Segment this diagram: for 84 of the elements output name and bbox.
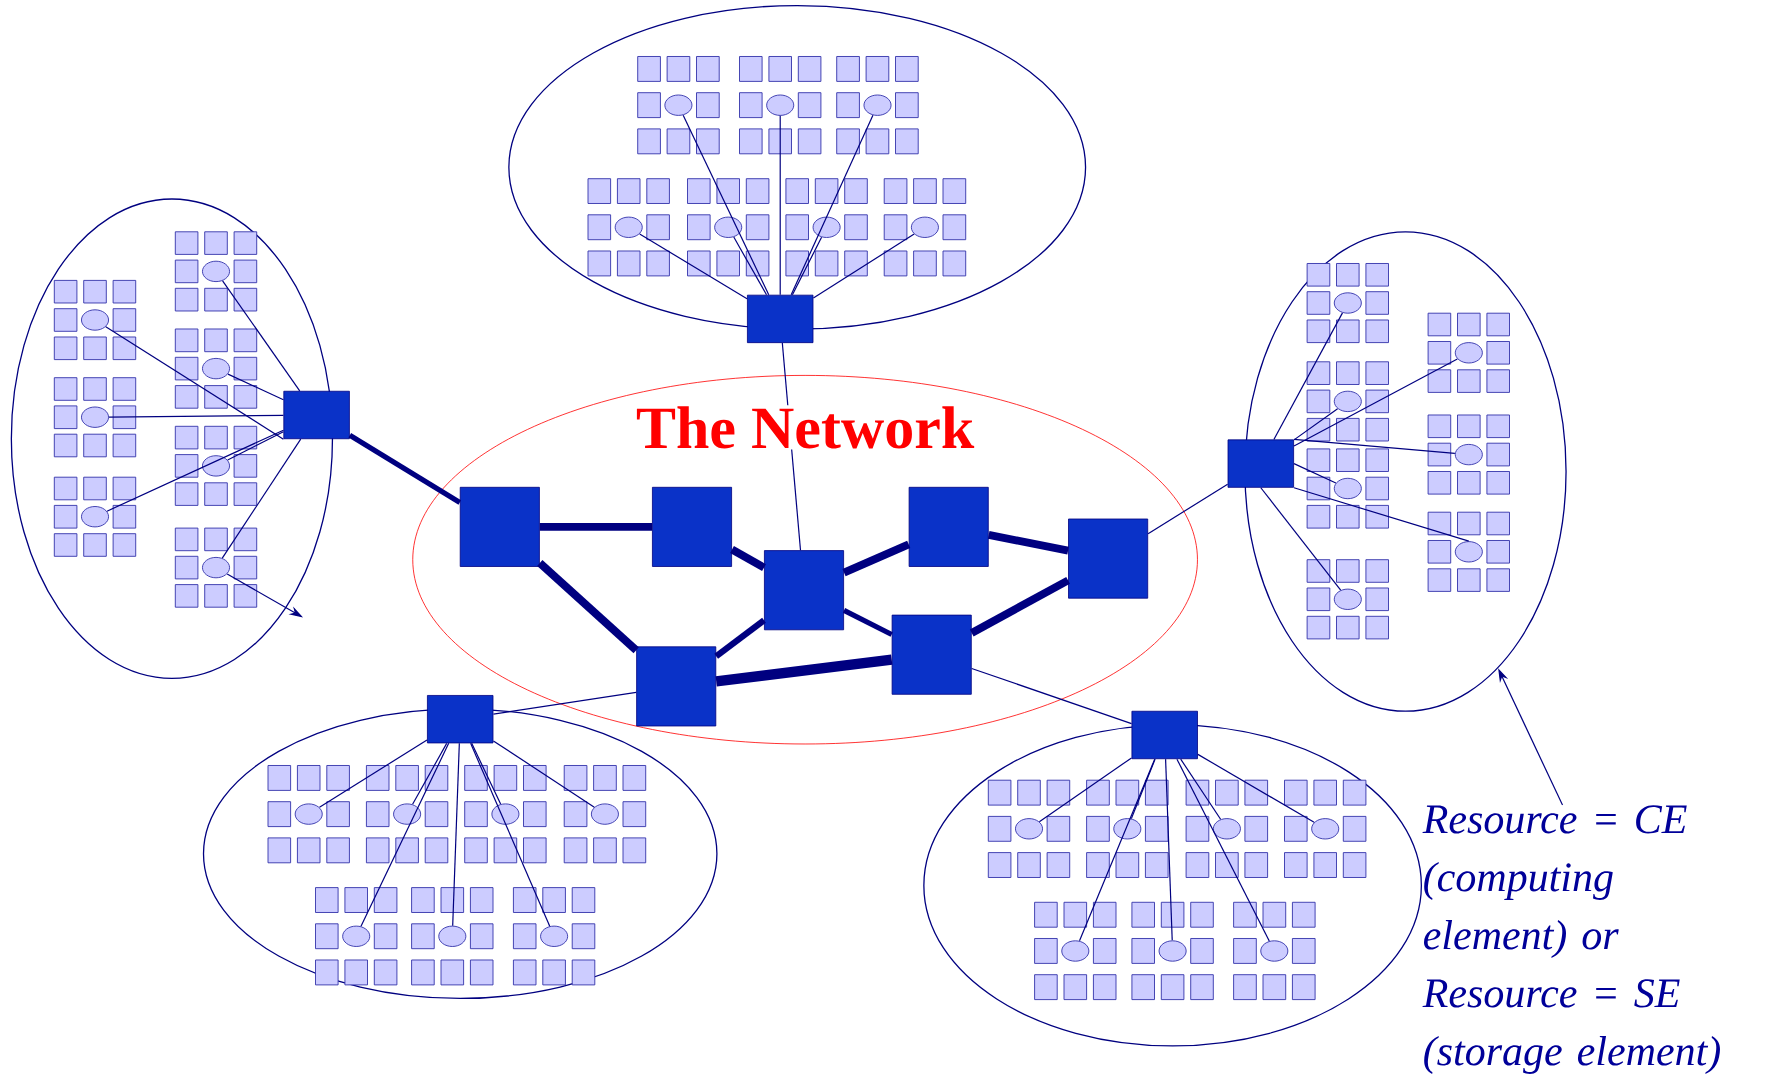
connector-line [971,667,1133,725]
hub-ellipse [1333,477,1362,500]
connector-line [227,373,284,401]
connector-line [1293,438,1456,454]
hub-ellipse [664,94,693,116]
hub-ellipse [1454,342,1483,364]
connector-line [452,742,460,927]
router-box [459,486,540,567]
hub-ellipse [863,94,892,116]
connector-line [714,617,766,659]
router-box [283,390,350,440]
hub-ellipse [1311,818,1340,840]
hub-ellipse [540,925,569,947]
hub-ellipse [1260,940,1289,962]
hub-ellipse [1015,818,1043,840]
site-ellipse [1244,231,1567,712]
router-box [652,486,732,567]
router-box [1131,710,1198,760]
hub-ellipse [1113,818,1142,840]
site-ellipse [923,724,1422,1047]
connector-line [715,654,893,687]
hub-ellipse [202,455,230,477]
connector-line [348,433,462,505]
hub-ellipse [614,216,643,238]
connector-line [1180,758,1222,820]
hub-ellipse [1212,818,1241,840]
router-box [764,550,844,631]
hub-ellipse [1454,541,1483,563]
router-box [636,646,717,727]
connector-line [1147,483,1229,535]
hub-ellipse [491,803,520,825]
connector-line [492,691,637,715]
router-box [1068,518,1149,599]
hub-ellipse [342,925,371,947]
network-ellipse [412,375,1198,745]
connector-line [227,431,284,461]
hub-ellipse [294,803,323,825]
hub-ellipse [202,556,230,579]
connector-line [733,236,768,296]
hub-ellipse [1158,940,1187,962]
hub-ellipse [81,406,109,428]
hub-ellipse [202,260,230,283]
site-ellipse [202,708,718,1000]
connector-line [790,114,874,296]
connector-line [842,608,893,637]
hub-ellipse [202,357,230,380]
connector-line [470,742,551,927]
router-box [427,695,494,744]
hub-ellipse [714,216,743,238]
hub-ellipse [81,506,109,528]
note-text: Resource = CE (computing element) or Resource = SE (storage element) [1422,805,1720,1075]
site-ellipse [508,4,1087,330]
connector-line [779,115,781,296]
router-box [891,614,972,695]
router-box [908,486,989,567]
hub-ellipse [766,94,795,116]
hub-ellipse [1333,390,1362,413]
connector-line [221,438,302,559]
hub-ellipse [438,925,467,947]
connector-line [969,576,1070,637]
router-box [747,294,814,344]
hub-ellipse [1333,588,1362,610]
hub-ellipse [1061,940,1090,962]
hub-ellipse [812,216,841,238]
connector-line [537,560,639,654]
hub-ellipse [910,216,939,238]
connector-line [412,742,448,805]
hub-ellipse [81,309,109,331]
hub-ellipse [393,803,422,825]
connector-line [842,540,911,577]
hub-ellipse [1454,443,1483,466]
connector-line [730,546,766,572]
connector-line [1165,758,1173,941]
connector-line [471,742,502,805]
router-box [1227,439,1294,488]
hub-ellipse [1333,292,1362,314]
connector-line [791,236,823,296]
hub-ellipse [590,803,619,825]
connector-line [108,414,284,418]
network-title: The Network [634,405,976,450]
site-ellipse [10,198,334,680]
connector-line [1130,758,1156,820]
connector-line [1293,408,1339,441]
connector-line [1293,463,1337,484]
